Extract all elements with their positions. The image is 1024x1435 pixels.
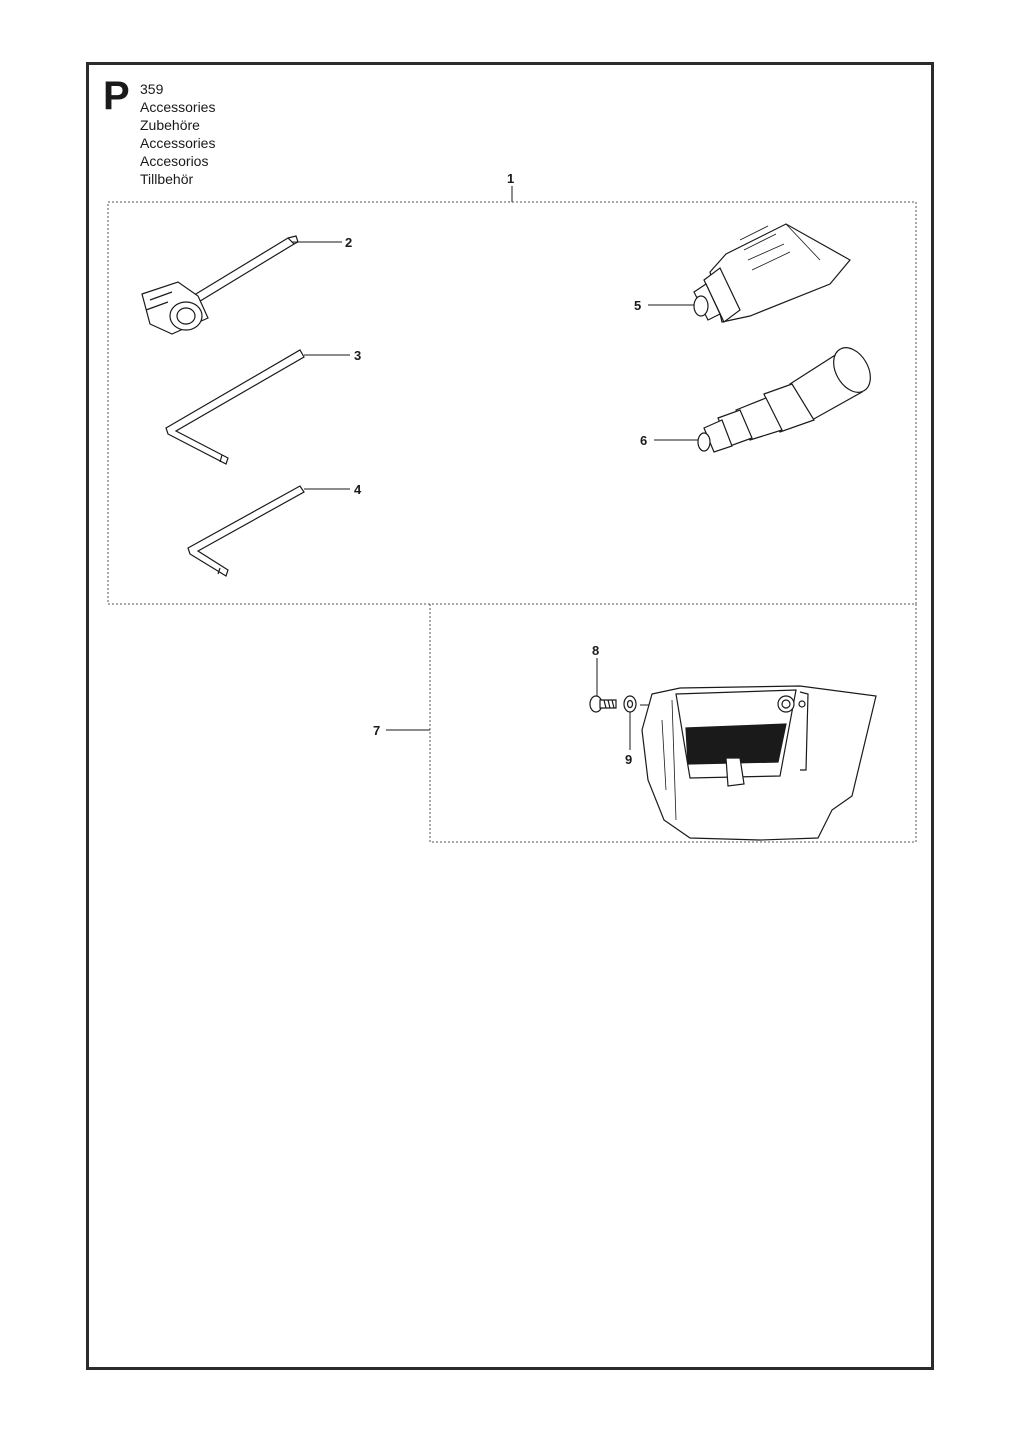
title-french: Accessories (140, 135, 216, 151)
clutch-cover (641, 685, 877, 841)
model-number: 359 (140, 81, 164, 97)
screw (589, 695, 617, 713)
title-german: Zubehöre (140, 117, 200, 133)
callout-9: 9 (625, 752, 632, 767)
callout-1: 1 (507, 171, 514, 186)
title-swedish: Tillbehör (140, 171, 194, 187)
callout-4: 4 (354, 482, 362, 497)
section-letter: P (103, 74, 130, 118)
hex-key-large (165, 349, 305, 465)
page-frame (86, 62, 934, 1370)
callout-8: 8 (592, 643, 599, 658)
title-english: Accessories (140, 99, 216, 115)
title-block: 359 Accessories Zubehöre Accessories Acc… (140, 80, 215, 188)
callout-6: 6 (640, 433, 647, 448)
piston-stop-tool (697, 347, 871, 453)
title-spanish: Accesorios (140, 153, 209, 169)
combination-spanner (141, 235, 299, 335)
callout-7: 7 (373, 723, 380, 738)
callout-5: 5 (634, 298, 641, 313)
washer (623, 695, 637, 713)
leader-lines (292, 186, 784, 750)
callout-3: 3 (354, 348, 361, 363)
grease-tube (693, 223, 851, 323)
callout-2: 2 (345, 235, 352, 250)
hex-key-small (187, 485, 305, 577)
cover-kit-box (429, 604, 917, 843)
